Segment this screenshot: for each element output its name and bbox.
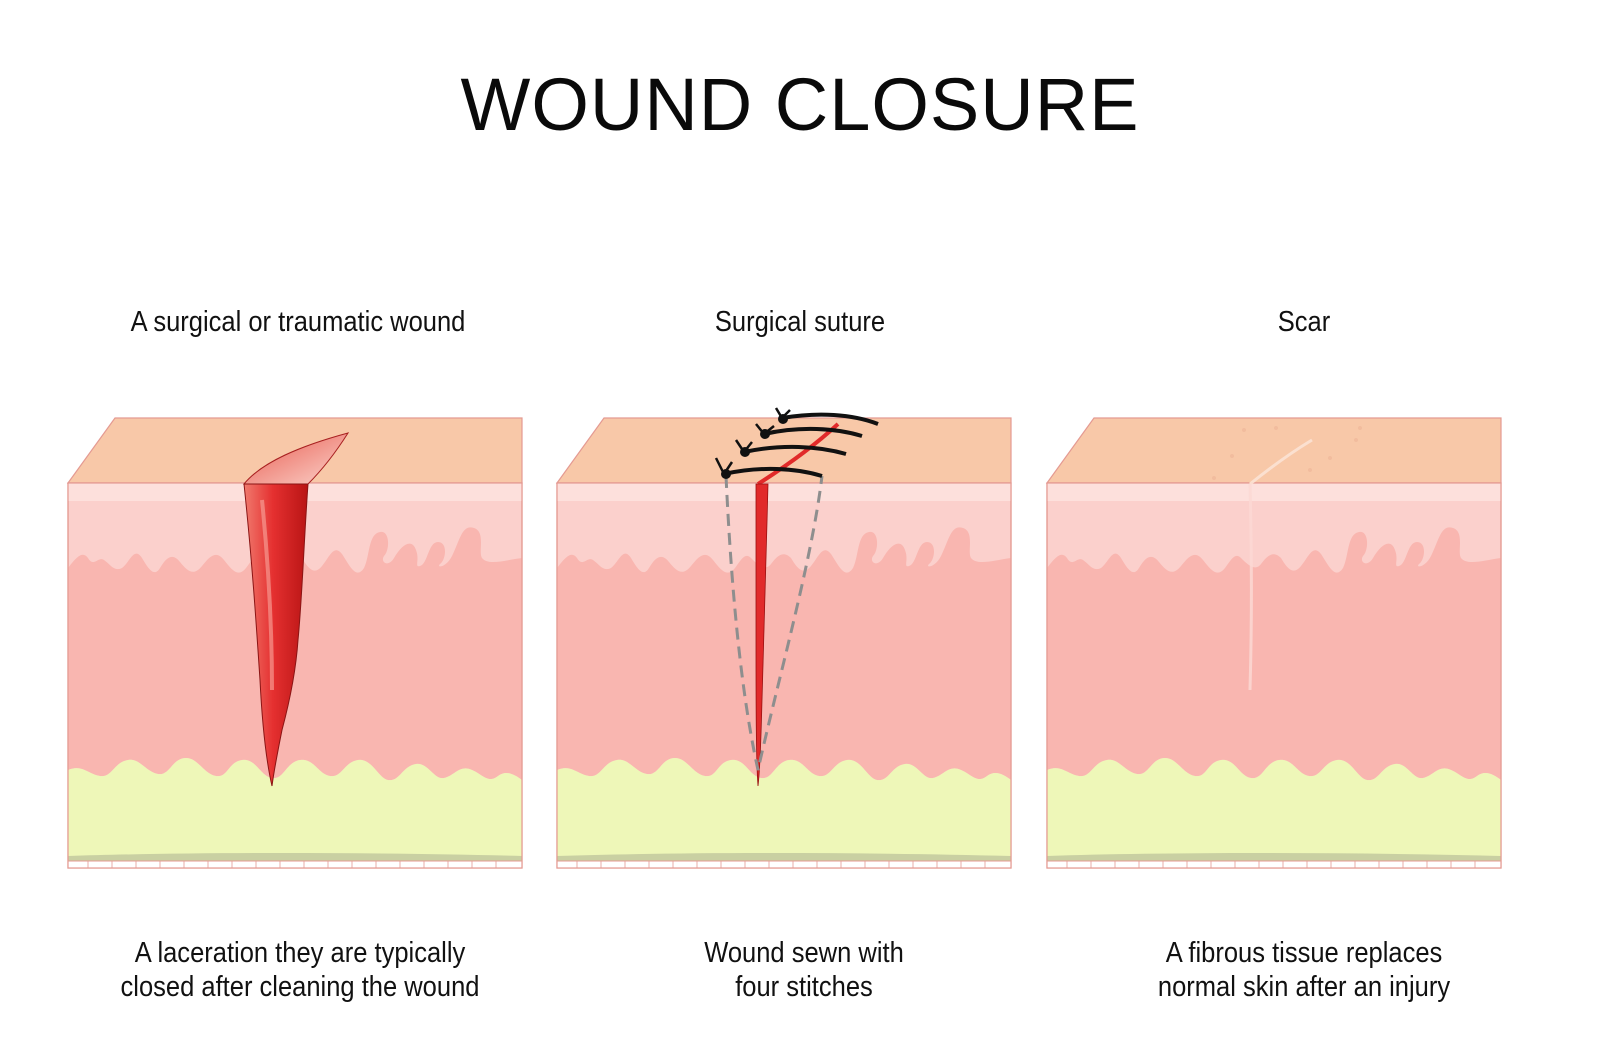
caption-line: A fibrous tissue replaces	[1165, 937, 1443, 969]
laceration-wound	[242, 432, 350, 787]
caption-line: four stitches	[735, 971, 873, 1003]
caption-line: A laceration they are typically	[134, 937, 466, 969]
caption-line: closed after cleaning the wound	[120, 971, 480, 1003]
suture-panel-caption: Wound sewn with four stitches	[593, 936, 1015, 1004]
wound-panel-heading: A surgical or traumatic wound	[130, 306, 466, 338]
scar-panel-caption: A fibrous tissue replaces normal skin af…	[1093, 936, 1515, 1004]
scar-skin-block	[1046, 417, 1502, 869]
wound-panel-caption: A laceration they are typically closed a…	[89, 936, 511, 1004]
suture-stitches	[714, 407, 879, 479]
page-title: WOUND CLOSURE	[460, 63, 1140, 146]
suture-panel-heading: Surgical suture	[714, 306, 886, 338]
scar-panel-heading: Scar	[1277, 306, 1331, 338]
caption-line: normal skin after an injury	[1157, 971, 1451, 1003]
caption-line: Wound sewn with	[704, 937, 904, 969]
suture-skin-block	[556, 417, 1012, 869]
scar-tissue	[1212, 426, 1362, 691]
